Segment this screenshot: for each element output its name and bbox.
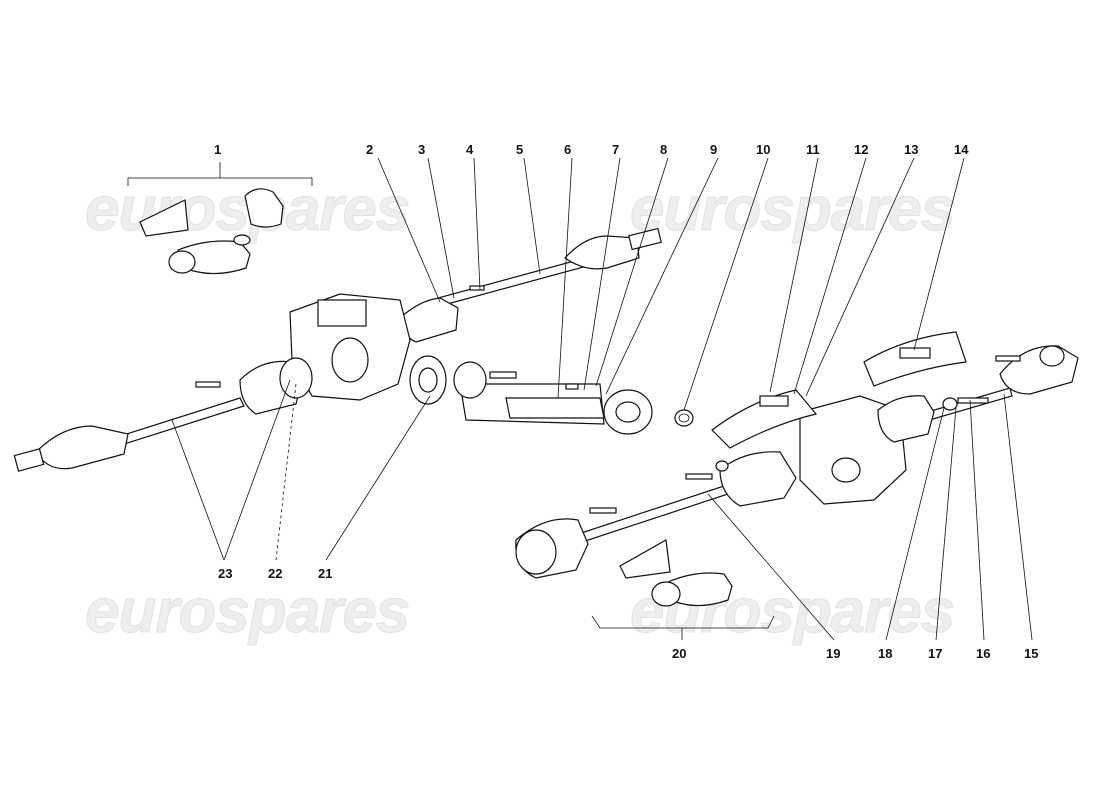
upper-driveshaft (399, 227, 662, 343)
callout-17: 17 (928, 646, 942, 661)
callout-23: 23 (218, 566, 232, 581)
callout-7: 7 (612, 142, 619, 157)
callout-labels: 1 2 3 4 5 6 7 8 9 10 11 12 13 14 15 16 1… (214, 142, 1038, 661)
lower-left-driveshaft (13, 357, 313, 472)
callout-4: 4 (466, 142, 474, 157)
callout-13: 13 (904, 142, 918, 157)
callout-1: 1 (214, 142, 221, 157)
callout-14: 14 (954, 142, 969, 157)
leader-lines (171, 157, 1033, 641)
callout-11: 11 (806, 142, 820, 157)
callout-6: 6 (564, 142, 571, 157)
repair-kit-1 (127, 162, 313, 275)
callout-5: 5 (516, 142, 523, 157)
right-lower-driveshaft (515, 451, 797, 579)
repair-kit-20 (591, 539, 775, 640)
callout-10: 10 (756, 142, 770, 157)
watermark-top-right: eurospares (630, 175, 954, 244)
callout-22: 22 (268, 566, 282, 581)
gearbox-housing-left (289, 293, 447, 405)
propshaft (453, 361, 694, 435)
callout-19: 19 (826, 646, 840, 661)
callout-15: 15 (1024, 646, 1038, 661)
callout-2: 2 (366, 142, 373, 157)
watermark-bottom-left: eurospares (85, 577, 409, 646)
callout-3: 3 (418, 142, 425, 157)
callout-12: 12 (854, 142, 868, 157)
watermark-top-left: eurospares (85, 175, 409, 244)
callout-9: 9 (710, 142, 717, 157)
callout-21: 21 (318, 566, 332, 581)
callout-8: 8 (660, 142, 667, 157)
callout-20: 20 (672, 646, 686, 661)
callout-18: 18 (878, 646, 892, 661)
callout-16: 16 (976, 646, 990, 661)
